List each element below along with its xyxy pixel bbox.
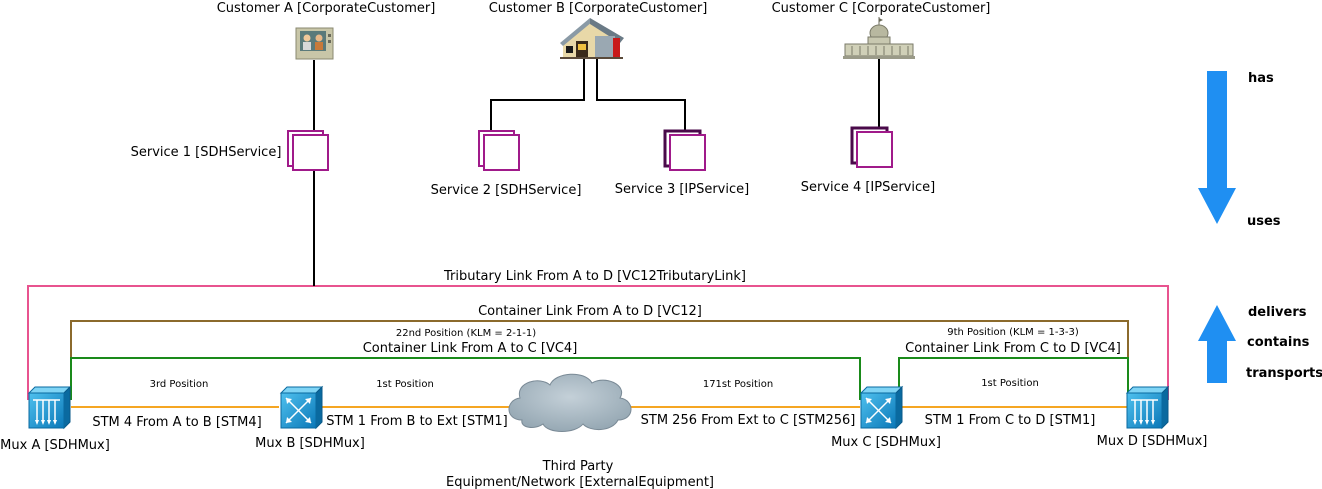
stm-link-a-b-label: STM 4 From A to B [STM4] [92, 415, 261, 430]
legend-delivers-label: delivers [1248, 305, 1307, 320]
tributary-link-line [27, 285, 1169, 400]
legend-transports-label: transports [1246, 366, 1322, 381]
container-link-c-d-position: 9th Position (KLM = 1-3-3) [947, 327, 1079, 338]
container-link-a-d-position: 22nd Position (KLM = 2-1-1) [396, 328, 536, 339]
service-2-label: Service 2 [SDHService] [431, 183, 582, 198]
service-icon [663, 129, 706, 171]
service-1[interactable]: Service 1 [SDHService] [131, 130, 329, 171]
container-link-c-d-label: Container Link From C to D [VC4] [905, 341, 1121, 356]
service-4[interactable]: Service 4 [IPService] [801, 126, 935, 195]
house-icon [560, 18, 624, 59]
stm-link-a-b-position: 3rd Position [150, 379, 209, 390]
cloud-icon [508, 373, 632, 432]
customer-a[interactable]: Customer A [CorporateCustomer] [217, 1, 436, 60]
stm-link-b-ext-position: 1st Position [376, 379, 434, 390]
computer-user-icon [295, 27, 334, 60]
legend-down: has uses [1198, 71, 1281, 229]
mux-d[interactable]: Mux D [SDHMux] [1097, 385, 1208, 449]
service-1-label: Service 1 [SDHService] [131, 145, 282, 160]
stm-link-c-d-position: 1st Position [981, 378, 1039, 389]
tributary-link-label: Tributary Link From A to D [VC12Tributar… [443, 269, 746, 284]
service-4-label: Service 4 [IPService] [801, 180, 935, 195]
stm-link-b-ext-label: STM 1 From B to Ext [STM1] [326, 414, 507, 429]
container-link-a-c-label: Container Link From A to C [VC4] [363, 341, 578, 356]
sdh-crossconnect-icon [859, 385, 904, 430]
mux-b-label: Mux B [SDHMux] [255, 436, 365, 451]
external-equipment[interactable]: Third Party Equipment/Network [ExternalE… [446, 373, 714, 489]
down-arrow-icon [1198, 71, 1236, 224]
service-icon [850, 126, 893, 168]
mux-a[interactable]: Mux A [SDHMux] [0, 385, 110, 453]
service-3-label: Service 3 [IPService] [615, 182, 749, 197]
customer-b-label: Customer B [CorporateCustomer] [489, 1, 708, 16]
legend-uses-label: uses [1247, 214, 1281, 229]
customer-b[interactable]: Customer B [CorporateCustomer] [489, 1, 708, 59]
sdh-mux-icon [27, 385, 72, 430]
service-2[interactable]: Service 2 [SDHService] [431, 130, 582, 198]
service-3[interactable]: Service 3 [IPService] [615, 129, 749, 197]
mux-c[interactable]: Mux C [SDHMux] [831, 385, 941, 450]
mux-d-label: Mux D [SDHMux] [1097, 434, 1208, 449]
container-link-c-d-line [898, 357, 1129, 400]
external-equipment-label-line2: Equipment/Network [ExternalEquipment] [446, 475, 714, 489]
stm-link-ext-c-position: 171st Position [703, 379, 773, 390]
customer-c[interactable]: Customer C [CorporateCustomer] [772, 1, 991, 59]
stm-link-c-d-label: STM 1 From C to D [STM1] [925, 413, 1096, 428]
sdh-crossconnect-icon [279, 385, 324, 430]
mux-c-label: Mux C [SDHMux] [831, 435, 941, 450]
mux-b[interactable]: Mux B [SDHMux] [255, 385, 365, 451]
government-building-icon [843, 17, 915, 59]
connector-customer-b-service-2 [490, 58, 585, 133]
customer-c-label: Customer C [CorporateCustomer] [772, 1, 991, 16]
service-icon [287, 130, 329, 171]
connector-customer-b-service-3 [596, 58, 686, 133]
container-link-a-d-label: Container Link From A to D [VC12] [478, 304, 702, 319]
up-arrow-icon [1198, 305, 1236, 383]
mux-a-label: Mux A [SDHMux] [0, 438, 110, 453]
stm-link-ext-c-label: STM 256 From Ext to C [STM256] [641, 413, 856, 428]
sdh-mux-icon [1125, 385, 1170, 430]
container-link-a-c-line [70, 357, 861, 400]
legend-has-label: has [1248, 71, 1274, 86]
external-equipment-label-line1: Third Party [542, 459, 614, 474]
customer-a-label: Customer A [CorporateCustomer] [217, 1, 436, 16]
legend-up: delivers contains transports [1198, 305, 1322, 383]
service-icon [478, 130, 520, 171]
legend-contains-label: contains [1247, 335, 1310, 350]
